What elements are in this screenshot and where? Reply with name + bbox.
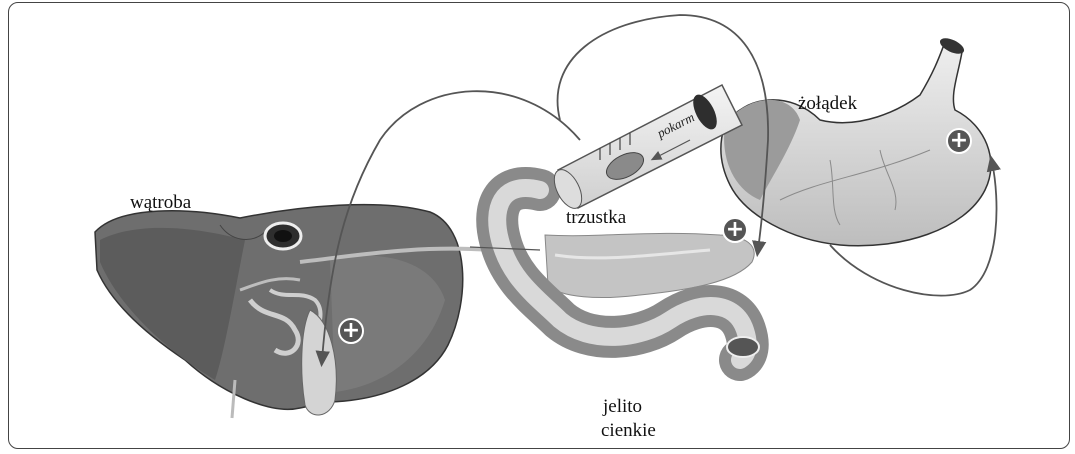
food-tube <box>549 85 742 213</box>
plus-circle-icon: + <box>338 318 364 344</box>
liver <box>95 205 463 418</box>
intestine-label-line2: cienkie <box>601 421 656 441</box>
plus-circle-icon: + <box>946 128 972 154</box>
liver-label: wątroba <box>130 193 191 213</box>
intestine-label-line1: jelito <box>603 397 642 417</box>
plus-circle-icon: + <box>722 217 748 243</box>
stomach-label: żołądek <box>798 94 857 114</box>
pancreas-label: trzustka <box>566 208 626 228</box>
